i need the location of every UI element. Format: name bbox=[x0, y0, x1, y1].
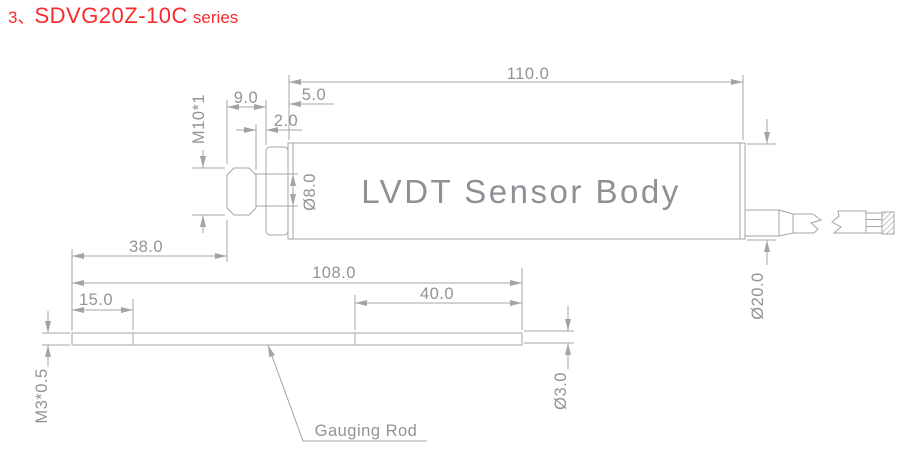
thread-step bbox=[255, 173, 267, 207]
dim-rod-thread-spec: M3*0.5 bbox=[33, 368, 51, 423]
dim-body-diameter: Ø20.0 bbox=[749, 272, 767, 319]
cable-segment-2 bbox=[831, 210, 867, 234]
gauging-rod-outline bbox=[71, 332, 523, 346]
sensor-body-label: LVDT Sensor Body bbox=[361, 173, 680, 210]
cable-boot bbox=[744, 209, 780, 237]
title-series-suffix: series bbox=[192, 8, 239, 27]
wire-leads-block bbox=[865, 212, 883, 234]
dim-rod-end-to-thread: 38.0 bbox=[129, 238, 163, 256]
cable-segment-1 bbox=[792, 213, 823, 234]
gauging-rod-label: Gauging Rod bbox=[315, 422, 418, 440]
dim-rod-length: 108.0 bbox=[312, 264, 356, 282]
dim-rod-tip-section: 40.0 bbox=[420, 285, 454, 303]
front-end-cap bbox=[265, 146, 289, 236]
dim-rod-thread-length: 15.0 bbox=[79, 291, 113, 309]
title-model: SDVG20Z-10C bbox=[34, 3, 188, 28]
dim-thread-section: 9.0 bbox=[234, 89, 258, 107]
dim-step: 2.0 bbox=[274, 112, 298, 130]
cable-strain-relief-taper bbox=[778, 209, 794, 237]
dim-core-shaft-diameter: Ø8.0 bbox=[301, 173, 319, 211]
gauging-rod-leader-line bbox=[267, 344, 427, 442]
wire-strands-hatch bbox=[881, 211, 895, 235]
dim-body-length: 110.0 bbox=[507, 65, 550, 83]
title-index: 3、 bbox=[8, 8, 35, 27]
mounting-thread-nut bbox=[226, 167, 257, 216]
dim-thread-spec: M10*1 bbox=[190, 94, 208, 144]
dim-rod-diameter: Ø3.0 bbox=[552, 372, 570, 410]
dim-front-cap: 5.0 bbox=[302, 86, 326, 104]
